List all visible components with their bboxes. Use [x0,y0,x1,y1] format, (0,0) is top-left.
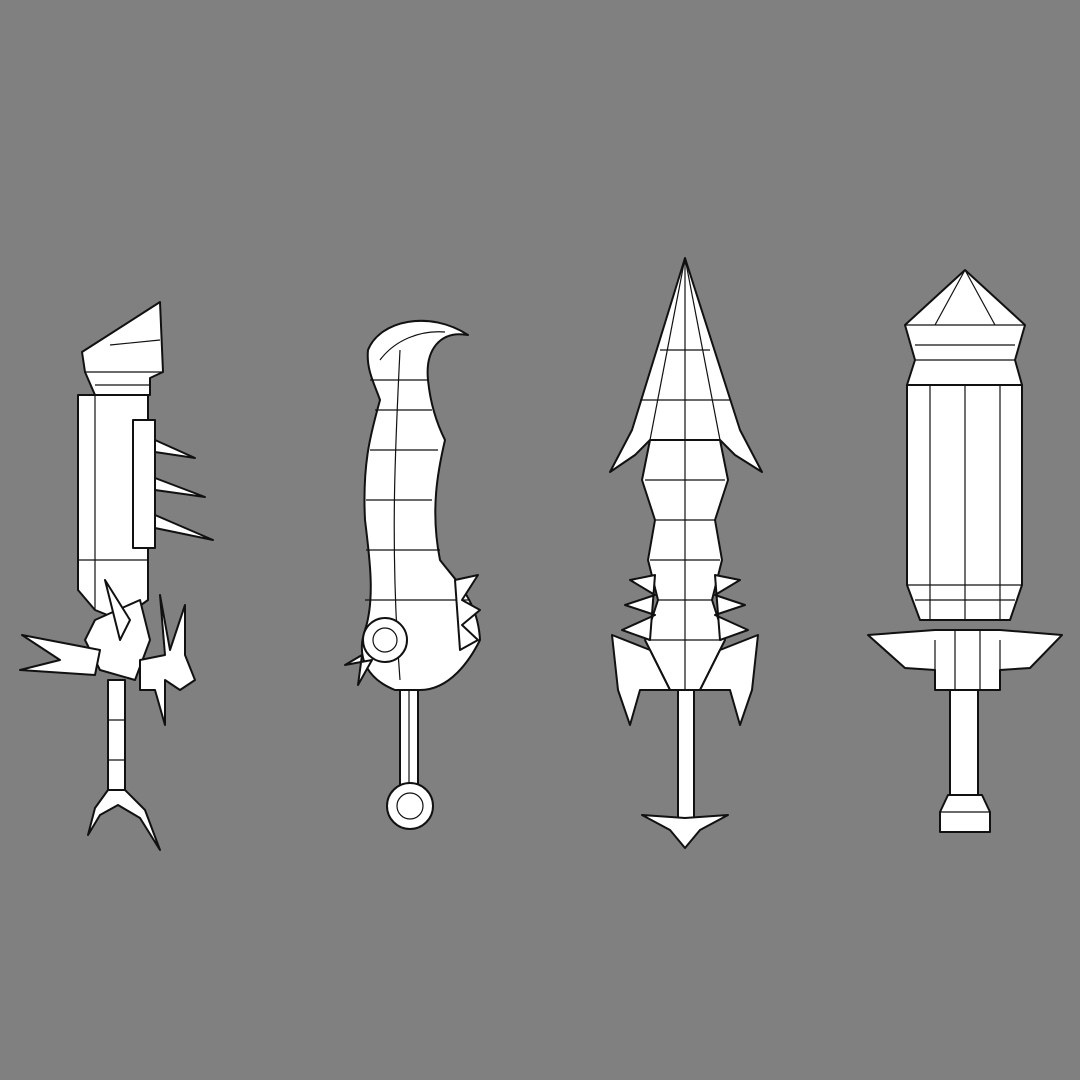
crystal-broadsword [867,269,1063,833]
hooked-scimitar [344,319,481,830]
spiked-cleaver-sword [19,301,214,851]
spear-blade-sword [609,257,763,849]
